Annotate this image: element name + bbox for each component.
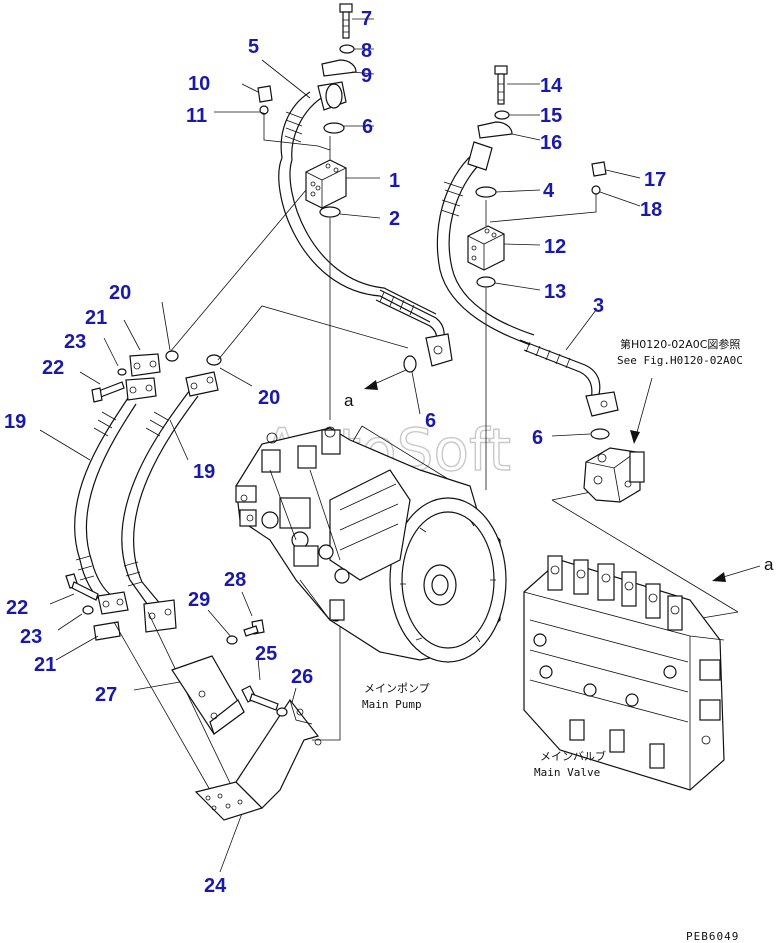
callout-29: 29 (188, 589, 210, 611)
callout-13: 13 (544, 281, 566, 303)
hose-3 (519, 339, 619, 417)
hose-5 (278, 91, 437, 323)
washer-15 (494, 110, 510, 120)
callout-24: 24 (204, 875, 227, 897)
oring-18 (591, 185, 601, 195)
hose-3-upper (436, 141, 535, 346)
callout-9: 9 (361, 65, 372, 87)
washer-8 (339, 44, 355, 54)
flange-upper-left (125, 353, 161, 401)
bracket-27 (171, 655, 245, 735)
main-pump-label-en: Main Pump (362, 698, 422, 711)
plug-17 (591, 161, 607, 177)
hose-end-5 (317, 81, 347, 111)
bolt-22-upper (91, 381, 125, 403)
oring-13 (476, 276, 496, 288)
callout-6-mid: 6 (425, 410, 436, 432)
callout-18: 18 (640, 199, 662, 221)
main-pump-label-jp: メインポンプ (364, 682, 430, 695)
callout-23-upper: 23 (64, 331, 86, 353)
oring-6-mid (403, 355, 417, 373)
bolt-28 (243, 619, 265, 637)
bolt-22-lower (65, 573, 99, 601)
washer-23-upper (117, 368, 127, 376)
callout-2: 2 (389, 208, 400, 230)
callout-4: 4 (543, 180, 555, 202)
callout-5: 5 (248, 36, 259, 58)
callout-19-left: 19 (4, 411, 26, 433)
callout-12: 12 (544, 236, 566, 258)
reference-note-jp: 第H0120-02A0C図参照 (620, 337, 740, 351)
main-valve-label-en: Main Valve (534, 766, 600, 779)
oring-4 (475, 186, 497, 198)
main-pump (235, 426, 507, 663)
hose-19-right (121, 389, 199, 609)
leader-lines (39, 18, 739, 873)
callout-6-right: 6 (532, 427, 543, 449)
clamp-16 (477, 121, 513, 139)
arrow-a-right (712, 565, 761, 582)
callout-20-upper: 20 (109, 282, 131, 304)
callout-15: 15 (540, 105, 562, 127)
callout-8: 8 (361, 40, 372, 62)
callout-27: 27 (95, 684, 117, 706)
drawing-code: PEB6049 (686, 930, 739, 943)
flange-lower (93, 591, 177, 641)
main-valve-label-jp: メインバルブ (540, 749, 606, 763)
marker-a-left: a (344, 391, 354, 410)
callout-21-lower: 21 (34, 654, 56, 676)
oring-20-a (165, 350, 179, 362)
callout-6-upper: 6 (362, 116, 373, 138)
flange-upper-right (185, 371, 219, 397)
bolt-7 (339, 3, 353, 39)
callout-22-lower: 22 (6, 597, 28, 619)
bolt-14 (494, 65, 508, 105)
callout-20-lower: 20 (258, 387, 280, 409)
bolt-25 (241, 685, 279, 711)
callout-11: 11 (186, 105, 207, 127)
arrow-a-left (364, 369, 407, 390)
ref-valve (583, 447, 645, 503)
callout-1: 1 (389, 170, 400, 192)
washer-26 (276, 707, 288, 717)
reference-note-en: See Fig.H0120-02A0C (617, 354, 743, 367)
callout-25: 25 (255, 643, 277, 665)
marker-a-right: a (764, 555, 774, 574)
callout-21-upper: 21 (85, 307, 107, 329)
callout-28: 28 (224, 569, 246, 591)
clamp-9 (321, 59, 357, 77)
callout-23-lower: 23 (20, 626, 42, 648)
oring-2 (319, 206, 341, 218)
callout-14: 14 (540, 75, 563, 97)
main-valve (523, 555, 725, 791)
callout-7: 7 (361, 8, 372, 30)
oring-20-b (206, 354, 222, 366)
callout-19-right: 19 (193, 461, 215, 483)
block-12 (467, 225, 505, 271)
hose-mid (375, 289, 453, 367)
oring-6-right (590, 428, 610, 440)
callout-16: 16 (540, 132, 562, 154)
callout-22-upper: 22 (42, 357, 64, 379)
block-1 (305, 159, 347, 209)
washer-29 (226, 635, 238, 645)
callout-17: 17 (644, 169, 666, 191)
washer-23-lower (82, 605, 94, 615)
plug-10 (257, 85, 273, 103)
arrow-ref (630, 377, 653, 444)
callout-10: 10 (188, 73, 210, 95)
oring-6-upper (323, 122, 345, 134)
callout-3: 3 (593, 295, 604, 317)
callout-26: 26 (291, 666, 313, 688)
bracket-24 (194, 698, 322, 821)
